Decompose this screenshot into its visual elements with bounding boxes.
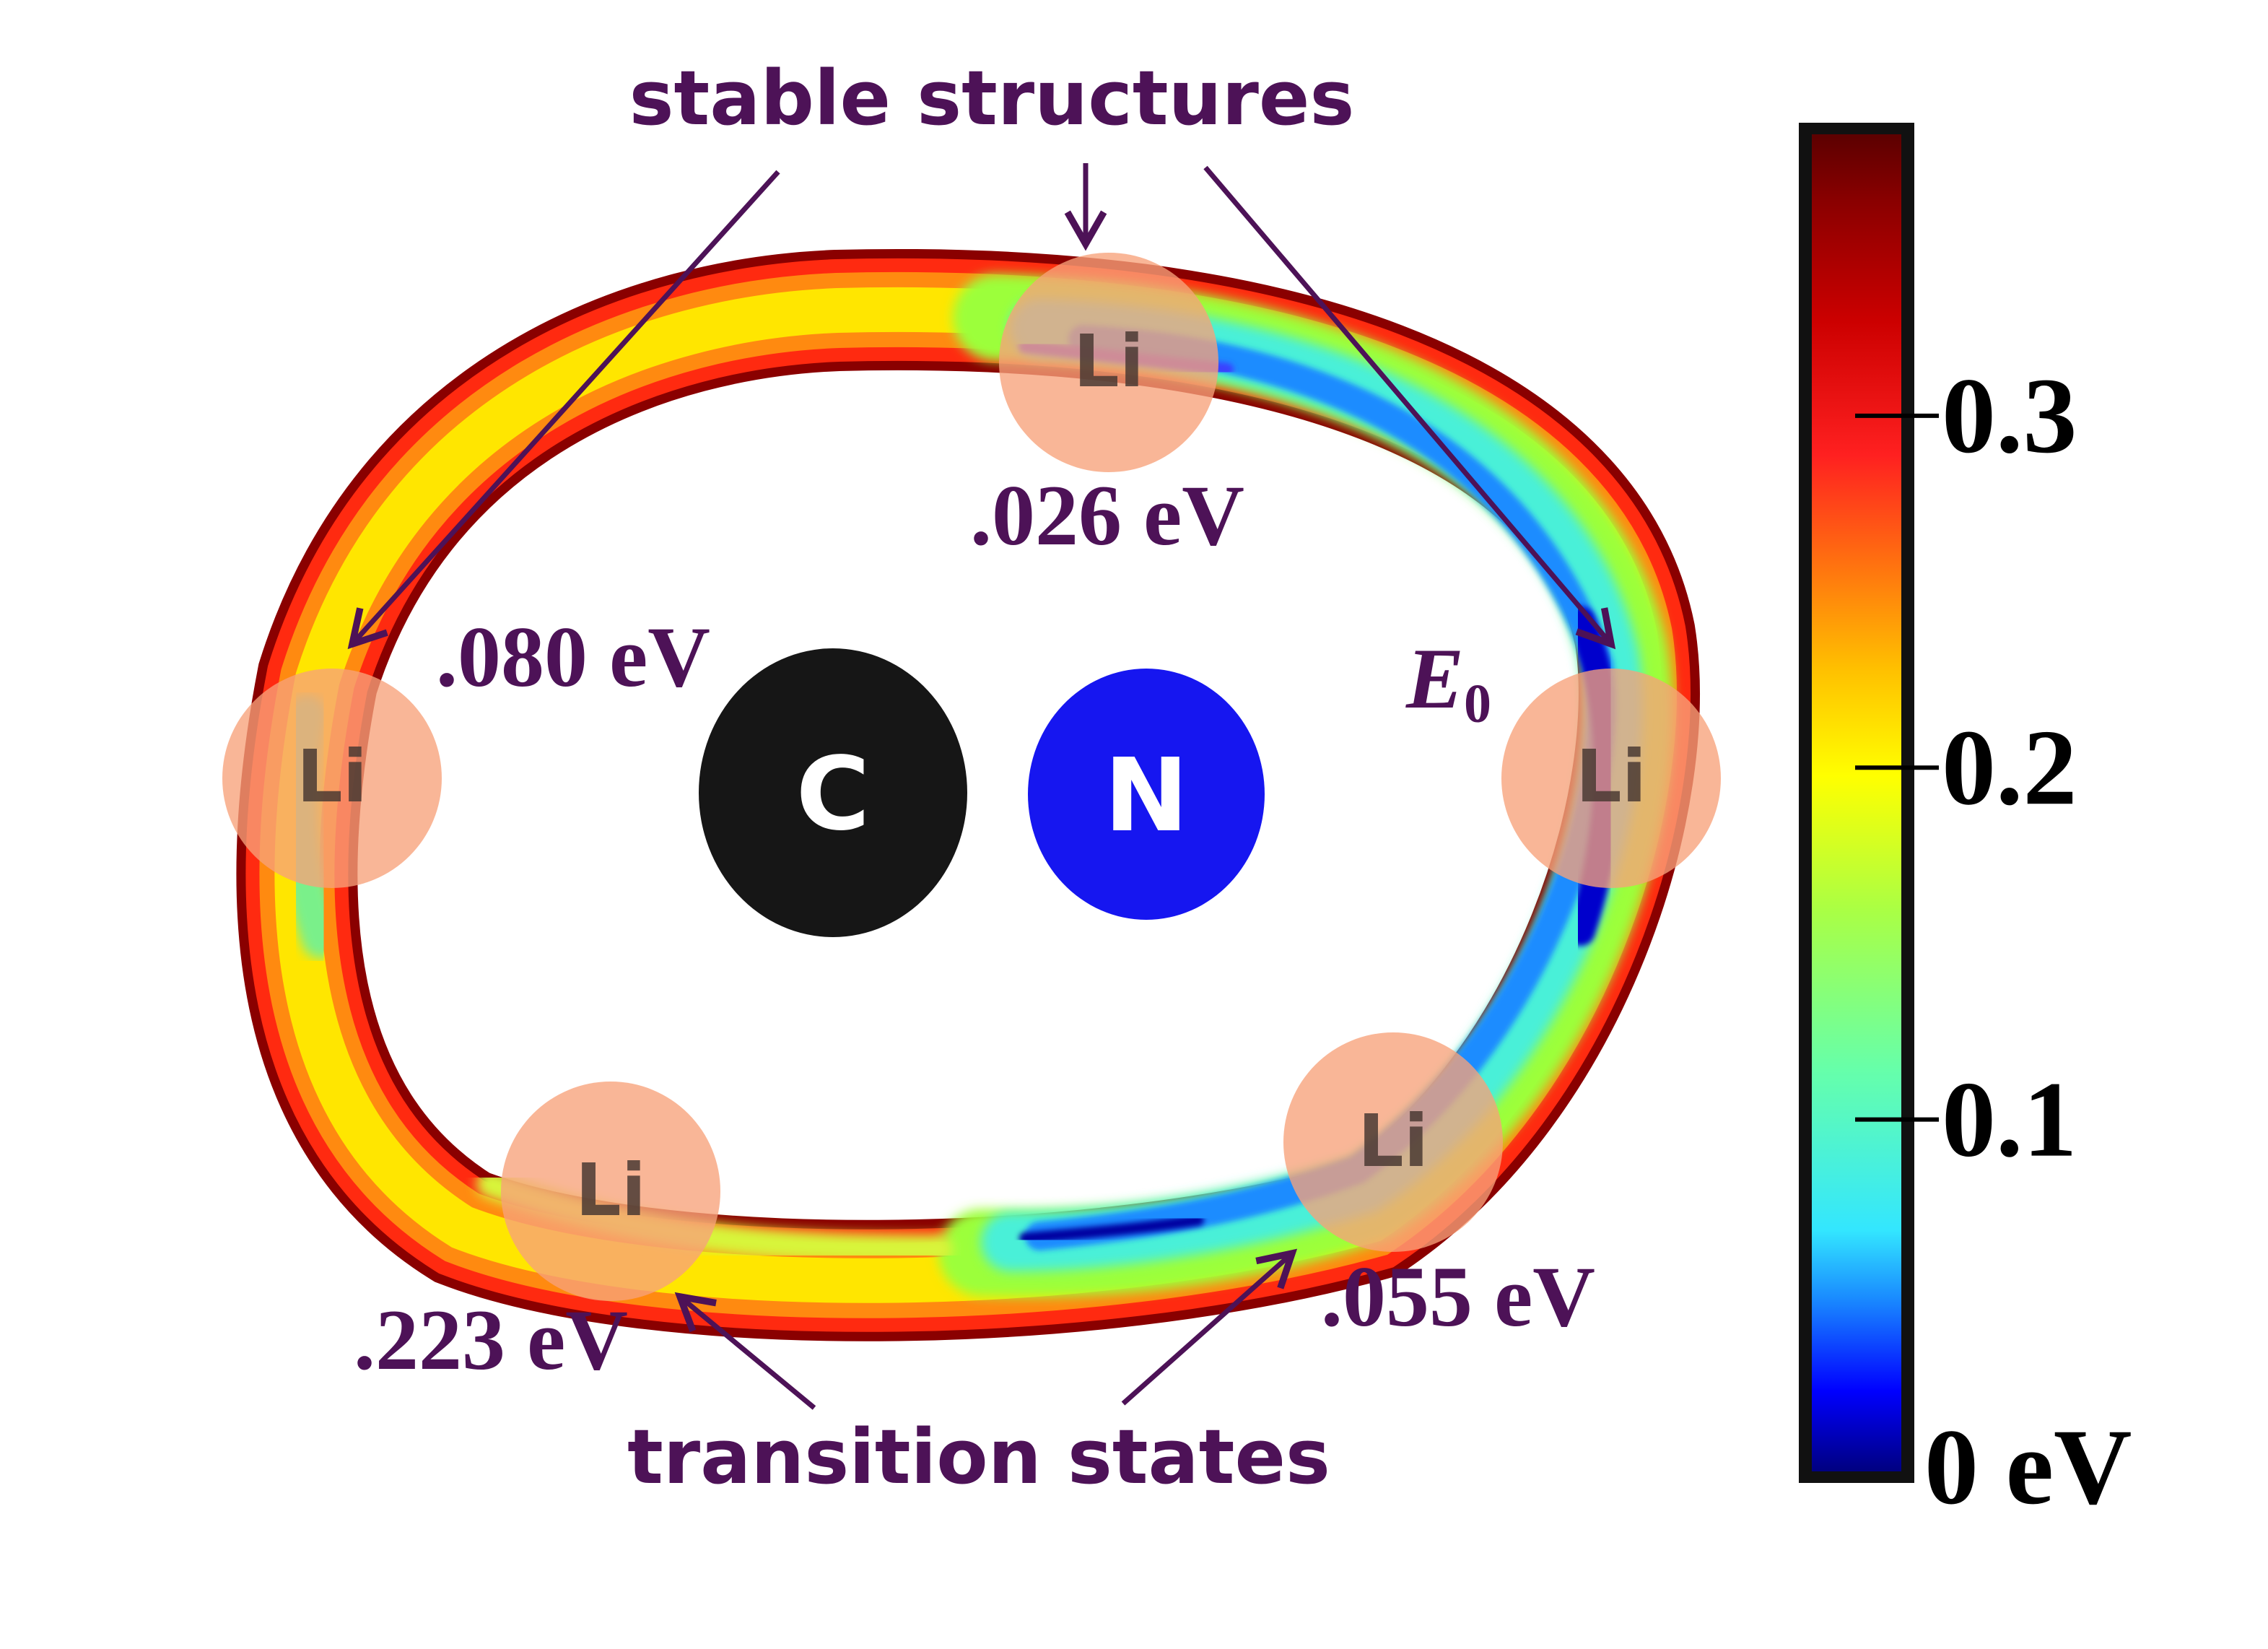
arrow-stable-left	[347, 170, 780, 650]
nitrogen-label: N	[1104, 737, 1188, 855]
li-label-right: Li	[1576, 734, 1647, 819]
energy-bottom-left: .223 eV	[354, 1292, 628, 1388]
li-atom-bottom-right: Li	[1283, 1032, 1503, 1252]
energy-right: E0	[1405, 630, 1491, 734]
energy-left: .080 eV	[436, 609, 710, 705]
arrows	[347, 163, 1616, 1410]
nitrogen-atom: N	[1028, 669, 1265, 920]
li-label-top: Li	[1073, 319, 1144, 404]
transition-states-label: transition states	[627, 1413, 1330, 1501]
colorbar-tick-label-0.1: 0.1	[1942, 1060, 2077, 1180]
li-atom-left: Li	[222, 669, 442, 888]
colorbar-label-0: 0 eV	[1924, 1407, 2132, 1527]
li-atom-right: Li	[1501, 669, 1721, 888]
energy-right-symbol: E	[1405, 630, 1464, 726]
arrow-transition-right	[1121, 1248, 1298, 1406]
carbon-label: C	[796, 736, 871, 853]
colorbar-ticks: 0.3 0.2 0.1	[1855, 356, 2077, 1180]
energy-top: .026 eV	[970, 467, 1244, 563]
arrow-stable-right	[1203, 165, 1616, 650]
li-label-bottom-right: Li	[1358, 1099, 1429, 1183]
carbon-atom: C	[699, 648, 967, 937]
li-label-left: Li	[297, 734, 367, 819]
colorbar-tick-label-0.2: 0.2	[1942, 708, 2077, 827]
colorbar-gradient	[1812, 134, 1901, 1471]
energy-right-subscript: 0	[1464, 674, 1491, 734]
arrow-transition-left	[674, 1292, 816, 1410]
li-atom-bottom-left: Li	[501, 1082, 720, 1301]
li-label-bottom-left: Li	[575, 1148, 646, 1232]
stable-structures-label: stable structures	[629, 54, 1355, 142]
colorbar: 0.3 0.2 0.1 0 eV	[1799, 123, 2132, 1527]
energy-bottom-right: .055 eV	[1321, 1248, 1595, 1344]
colorbar-tick-label-0.3: 0.3	[1942, 356, 2077, 476]
li-atom-top: Li	[999, 253, 1218, 472]
